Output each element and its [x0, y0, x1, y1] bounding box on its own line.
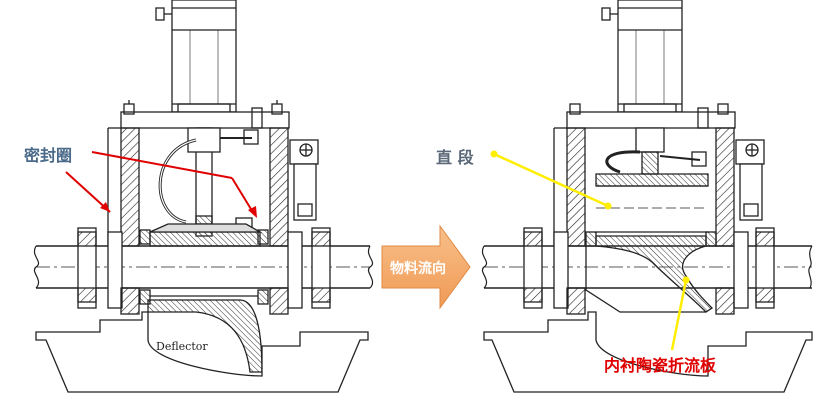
left-valve-drawing	[33, 0, 374, 393]
ceramic-deflector-label: 内衬陶瓷折流板	[604, 356, 717, 375]
annotation-lines	[65, 150, 690, 351]
flow-arrow	[381, 224, 471, 310]
deflector-label: Deflector	[156, 340, 208, 353]
seal-ring-label: 密封圈	[23, 146, 72, 165]
straight-section-label: 直 段	[436, 148, 475, 167]
flow-direction-label: 物料流向	[390, 260, 446, 277]
right-valve-drawing	[481, 0, 813, 393]
